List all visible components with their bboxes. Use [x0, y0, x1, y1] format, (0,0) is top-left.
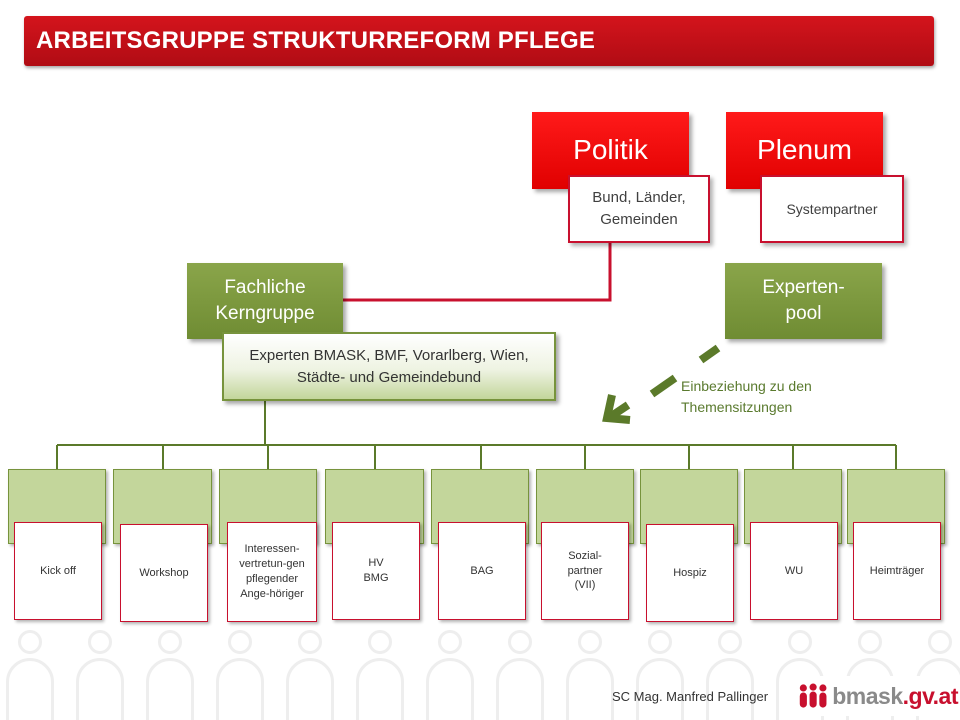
subgroup-sozialpartner: Sozial-partner (VII): [541, 522, 629, 620]
politik-sub-label: Bund, Länder, Gemeinden: [592, 189, 686, 228]
subgroup-label: Hospiz: [673, 566, 707, 579]
subgroup-label: Kick off: [40, 564, 76, 577]
subgroup-wu: WU: [750, 522, 838, 620]
subgroup-label: BAG: [470, 564, 494, 577]
logo-main: bmask: [832, 682, 903, 709]
kerngruppe-label: Fachliche Kerngruppe: [215, 277, 315, 324]
plenum-label: Plenum: [757, 134, 852, 165]
subgroup-workshop: Workshop: [120, 524, 208, 622]
subgroup-label: Heimträger: [869, 564, 925, 577]
page-title: ARBEITSGRUPPE STRUKTURREFORM PFLEGE: [36, 27, 596, 54]
expertenpool-box: Experten-pool: [725, 263, 882, 339]
politik-label: Politik: [573, 134, 648, 165]
people-logo-icon: [799, 683, 827, 708]
plenum-sub-label: Systempartner: [786, 201, 878, 217]
dashed-arrow: [649, 344, 721, 398]
experts-box: Experten BMASK, BMF, Vorarlberg, Wien, S…: [222, 332, 556, 401]
plenum-sub-box: Systempartner: [760, 175, 904, 243]
subgroup-hospiz: Hospiz: [646, 524, 734, 622]
subgroup-label: Workshop: [139, 566, 189, 579]
subgroup-heimtraeger: Heimträger: [853, 522, 941, 620]
kerngruppe-box: Fachliche Kerngruppe: [187, 263, 343, 339]
subgroup-kick-off: Kick off: [14, 522, 102, 620]
subgroup-bag: BAG: [438, 522, 526, 620]
subgroup-label: HV BMG: [363, 557, 389, 584]
expertenpool-label: Experten-pool: [762, 277, 845, 324]
subgroup-label: Sozial-partner (VII): [567, 549, 603, 592]
subgroup-label: WU: [784, 564, 804, 577]
logo-text: bmask.gv.at: [832, 683, 958, 710]
experts-label: Experten BMASK, BMF, Vorarlberg, Wien, S…: [249, 346, 529, 386]
title-bar: ARBEITSGRUPPE STRUKTURREFORM PFLEGE: [24, 16, 934, 66]
politik-sub-box: Bund, Länder, Gemeinden: [568, 175, 710, 243]
arrow-head-icon: [602, 394, 631, 424]
annotation-text: Einbeziehung zu den Themensitzungen: [681, 378, 812, 415]
logo-suffix: .gv.at: [902, 682, 959, 709]
subgroup-interessenvertretungen: Interessen-vertretun-gen pflegender Ange…: [227, 522, 317, 622]
bmask-logo: bmask.gv.at: [798, 676, 959, 716]
footer-author: SC Mag. Manfred Pallinger: [612, 689, 769, 704]
subgroup-hv-bmg: HV BMG: [332, 522, 420, 620]
subgroup-label: Interessen-vertretun-gen pflegender Ange…: [239, 543, 305, 600]
